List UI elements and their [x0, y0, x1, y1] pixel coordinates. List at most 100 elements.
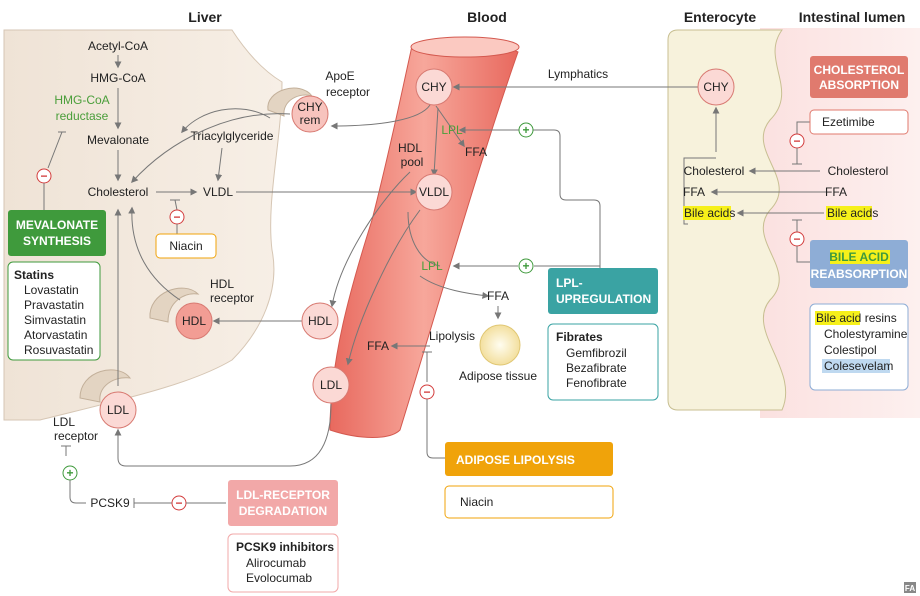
- lumen-bile-acids-label: Bile acids: [827, 206, 878, 220]
- chy-rem-label-2: rem: [300, 113, 321, 127]
- resins-title: Bile acid resins: [816, 311, 897, 325]
- svg-text:BILE ACID: BILE ACID: [829, 250, 889, 264]
- enterocyte-chy-label: CHY: [703, 80, 728, 94]
- fibrates-box: Fibrates Gemfibrozil Bezafibrate Fenofib…: [547, 323, 659, 401]
- triacylglyceride-label: Triacylglyceride: [191, 129, 274, 143]
- statins-box: Statins Lovastatin Pravastatin Simvastat…: [7, 261, 101, 361]
- svg-text:Lovastatin: Lovastatin: [24, 283, 79, 297]
- ffa-top-label: FFA: [465, 145, 487, 159]
- liver-ldl-label: LDL: [107, 403, 129, 417]
- adipose-lipolysis-ribbon: ADIPOSE LIPOLYSIS: [445, 442, 613, 476]
- svg-text:Gemfibrozil: Gemfibrozil: [566, 346, 627, 360]
- svg-text:Alirocumab: Alirocumab: [246, 556, 306, 570]
- enterocyte-bile-acids-label: Bile acids: [684, 206, 735, 220]
- lpl-mid-label: LPL: [421, 259, 443, 273]
- pcsk9-label: PCSK9: [90, 496, 130, 510]
- enterocyte-cholesterol-label: Cholesterol: [684, 164, 745, 178]
- blood-vessel-opening: [410, 36, 520, 58]
- blood-vldl-label: VLDL: [419, 185, 449, 199]
- fa-logo: FA: [904, 582, 916, 593]
- svg-text:+: +: [522, 123, 529, 137]
- ldl-receptor-label-1: LDL: [53, 415, 75, 429]
- svg-text:Evolocumab: Evolocumab: [246, 571, 312, 585]
- adipose-tissue-label: Adipose tissue: [459, 369, 537, 383]
- ezetimibe-box: Ezetimibe: [809, 109, 909, 135]
- svg-text:Colestipol: Colestipol: [824, 343, 877, 357]
- header-liver: Liver: [188, 9, 222, 25]
- plus-sign-lpl-top: [518, 122, 534, 138]
- blood-hdl-particle: [301, 302, 339, 340]
- lpl-top-label: LPL: [441, 123, 463, 137]
- mevalonate-label: Mevalonate: [87, 133, 149, 147]
- svg-text:−: −: [175, 496, 182, 510]
- hdl-pool-label-2: pool: [401, 155, 424, 169]
- chy-rem-label-1: CHY: [297, 100, 322, 114]
- hdl-pool-label-1: HDL: [398, 141, 422, 155]
- svg-text:Niacin: Niacin: [460, 495, 493, 509]
- cholesterol-absorption-ribbon: CHOLESTEROL ABSORPTION: [810, 56, 908, 98]
- hdl-receptor-shape: [149, 287, 200, 323]
- acetyl-coa-label: Acetyl-CoA: [88, 39, 148, 53]
- liver-vldl-label: VLDL: [203, 185, 233, 199]
- svg-text:FA: FA: [905, 584, 915, 593]
- liver-ldl-particle: [99, 391, 137, 429]
- svg-text:Fibrates: Fibrates: [556, 330, 603, 344]
- ldl-receptor-label-2: receptor: [54, 429, 98, 443]
- hmg-coa-label: HMG-CoA: [90, 71, 145, 85]
- svg-text:−: −: [173, 210, 180, 224]
- hmg-coa-reductase-label-1: HMG-CoA: [54, 93, 109, 107]
- svg-text:Rosuvastatin: Rosuvastatin: [24, 343, 93, 357]
- svg-text:−: −: [793, 134, 800, 148]
- liver-hdl-label: HDL: [182, 314, 206, 328]
- mevalonate-synthesis-ribbon: MEVALONATE SYNTHESIS: [8, 210, 106, 256]
- apoe-label-2: receptor: [326, 85, 370, 99]
- svg-text:ABSORPTION: ABSORPTION: [819, 78, 899, 92]
- enterocyte-ffa-label: FFA: [683, 185, 705, 199]
- blood-vessel: [329, 38, 519, 438]
- svg-text:Niacin: Niacin: [169, 239, 202, 253]
- svg-text:Bezafibrate: Bezafibrate: [566, 361, 627, 375]
- svg-text:−: −: [793, 232, 800, 246]
- ffa-left-label: FFA: [367, 339, 389, 353]
- lymphatics-label: Lymphatics: [548, 67, 608, 81]
- svg-text:Ezetimibe: Ezetimibe: [822, 115, 875, 129]
- blood-hdl-label: HDL: [308, 314, 332, 328]
- liver-hdl-particle: [175, 302, 213, 340]
- liver-cholesterol-label: Cholesterol: [88, 185, 149, 199]
- blood-chy-label: CHY: [421, 80, 446, 94]
- lumen-ffa-label: FFA: [825, 185, 847, 199]
- header-enterocyte: Enterocyte: [684, 9, 757, 25]
- svg-text:Fenofibrate: Fenofibrate: [566, 376, 627, 390]
- hdl-receptor-label-1: HDL: [210, 277, 234, 291]
- highlight-bile-acids-enterocyte: [683, 206, 731, 220]
- header-blood: Blood: [467, 9, 507, 25]
- apoe-label-1: ApoE: [325, 69, 354, 83]
- niacin-adipose-box: Niacin: [444, 485, 614, 519]
- plus-sign-lpl-mid: [518, 258, 534, 274]
- svg-text:LDL-RECEPTOR: LDL-RECEPTOR: [236, 488, 330, 502]
- blood-vldl-particle: [415, 173, 453, 211]
- svg-text:−: −: [423, 385, 430, 399]
- adipose-tissue-cell: [479, 324, 521, 366]
- svg-text:Atorvastatin: Atorvastatin: [24, 328, 87, 342]
- svg-text:MEVALONATE: MEVALONATE: [16, 218, 98, 232]
- blood-ldl-particle: [312, 366, 350, 404]
- svg-text:+: +: [66, 466, 73, 480]
- svg-text:Simvastatin: Simvastatin: [24, 313, 86, 327]
- svg-text:+: +: [522, 259, 529, 273]
- svg-text:−: −: [40, 169, 47, 183]
- hmg-coa-reductase-label-2: reductase: [56, 109, 109, 123]
- ffa-mid-label: FFA: [487, 289, 509, 303]
- blood-chy-particle: [415, 68, 453, 106]
- svg-text:Colesevelam: Colesevelam: [824, 359, 893, 373]
- svg-text:CHOLESTEROL: CHOLESTEROL: [814, 63, 905, 77]
- svg-text:PCSK9 inhibitors: PCSK9 inhibitors: [236, 540, 334, 554]
- lumen-cholesterol-label: Cholesterol: [828, 164, 889, 178]
- svg-text:Pravastatin: Pravastatin: [24, 298, 84, 312]
- svg-text:UPREGULATION: UPREGULATION: [556, 292, 651, 306]
- highlight-bile-acids-lumen: [826, 206, 872, 220]
- lipolysis-label: Lipolysis: [429, 329, 475, 343]
- ldl-receptor-degradation-ribbon: LDL-RECEPTOR DEGRADATION: [228, 480, 338, 526]
- lpl-upregulation-ribbon: LPL- UPREGULATION: [548, 268, 658, 314]
